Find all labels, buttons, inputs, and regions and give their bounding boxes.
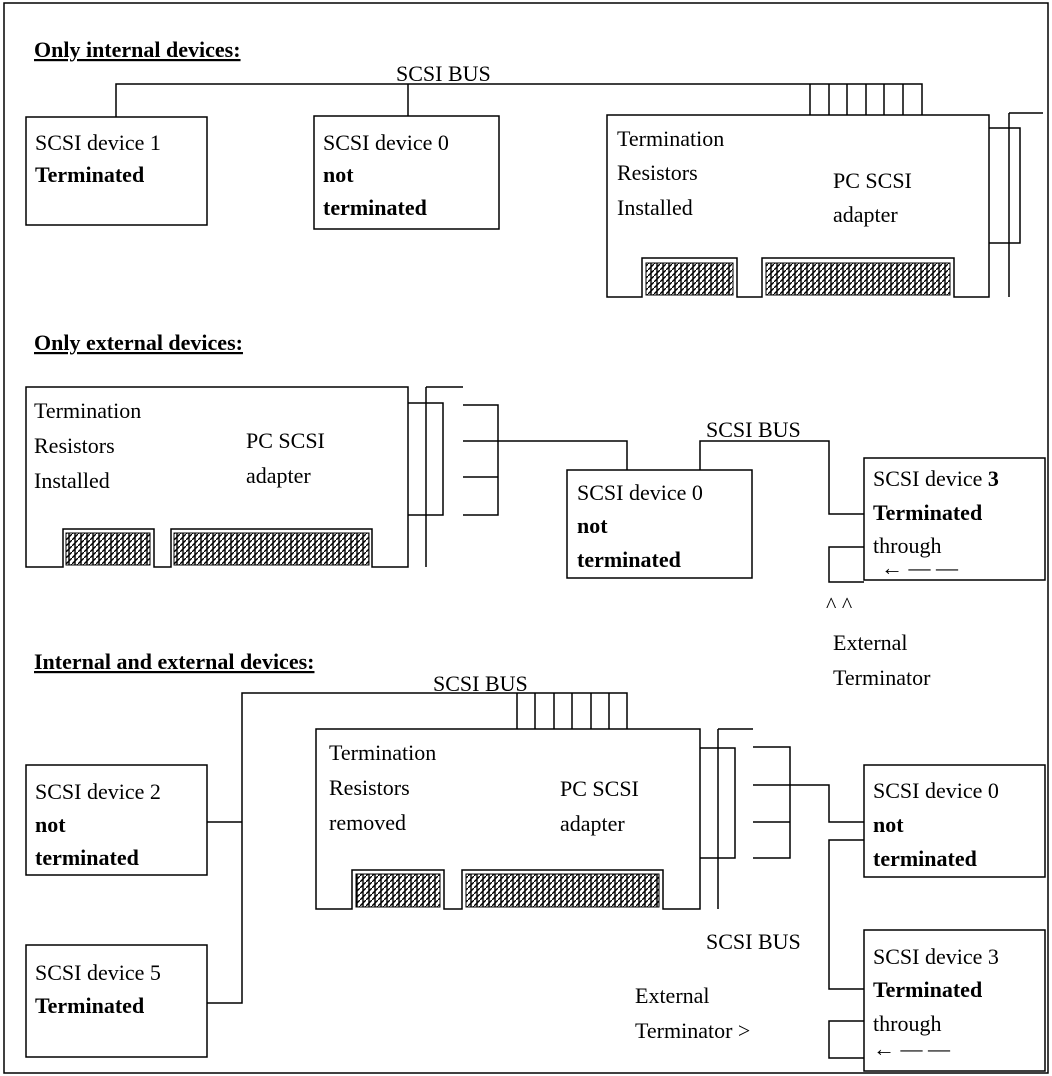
adapter-bracket-both bbox=[700, 728, 791, 909]
scsi-bus-label-external: SCSI BUS bbox=[706, 417, 801, 442]
external-terminator-carets: ^ ^ bbox=[826, 592, 853, 617]
device-0-status-line1-both: not bbox=[873, 812, 904, 837]
section-heading-both: Internal and external devices: bbox=[34, 649, 314, 674]
external-terminator-label1: External bbox=[833, 630, 908, 655]
adapter-name1-internal: PC SCSI bbox=[833, 168, 912, 193]
adapter-resistors-external: Resistors bbox=[34, 433, 115, 458]
section-heading-internal: Only internal devices: bbox=[34, 37, 241, 62]
adapter-bracket-external bbox=[408, 386, 499, 567]
adapter-pins-both-b bbox=[465, 873, 660, 908]
ribbon-connector-both bbox=[516, 693, 610, 729]
scsi-bus-line-external bbox=[498, 440, 864, 515]
device-0-status-line2-both: terminated bbox=[873, 846, 977, 871]
adapter-termination-internal: Termination bbox=[617, 126, 724, 151]
adapter-pins-internal-a bbox=[645, 262, 734, 296]
device-3-status-both: Terminated bbox=[873, 977, 982, 1002]
device-0-status-line2-internal: terminated bbox=[323, 195, 427, 220]
device-3-label-prefix: SCSI device bbox=[873, 466, 988, 491]
scsi-bus-line-internal bbox=[115, 83, 923, 117]
device-0-box-both bbox=[863, 764, 1046, 878]
device-5-status: Terminated bbox=[35, 993, 144, 1018]
device-3-label-external: SCSI device 3 bbox=[873, 466, 999, 491]
device-3-box-both bbox=[863, 929, 1046, 1072]
device-2-label: SCSI device 2 bbox=[35, 779, 161, 804]
adapter-pins-internal-b bbox=[765, 262, 951, 296]
device-0-label-external: SCSI device 0 bbox=[577, 480, 703, 505]
adapter-pins-both-a bbox=[355, 873, 441, 908]
scsi-bus-line-both-external bbox=[790, 784, 864, 990]
adapter-name1-external: PC SCSI bbox=[246, 428, 325, 453]
adapter-name1-both: PC SCSI bbox=[560, 776, 639, 801]
device-3-through-arrow-both: ← — — bbox=[873, 1036, 951, 1061]
device-2-status-line1: not bbox=[35, 812, 66, 837]
device-0-label-both: SCSI device 0 bbox=[873, 778, 999, 803]
adapter-bracket-internal bbox=[989, 112, 1043, 297]
device-3-through-arrow-external: ← — — bbox=[881, 555, 959, 580]
external-terminator-label2-both: Terminator > bbox=[635, 1018, 750, 1043]
adapter-card-both bbox=[315, 728, 701, 910]
adapter-termination-both: Termination bbox=[329, 740, 436, 765]
external-terminator-label2: Terminator bbox=[833, 665, 931, 690]
adapter-installed-external: Installed bbox=[34, 468, 110, 493]
adapter-name2-internal: adapter bbox=[833, 202, 898, 227]
device-3-box-external bbox=[863, 457, 1046, 581]
section-heading-external: Only external devices: bbox=[34, 330, 243, 355]
scsi-bus-label-internal: SCSI BUS bbox=[396, 61, 491, 86]
adapter-resistors-internal: Resistors bbox=[617, 160, 698, 185]
device-0-status-line1-external: not bbox=[577, 513, 608, 538]
device-2-box bbox=[25, 764, 208, 876]
adapter-card-external bbox=[25, 386, 409, 568]
device-0-status-line2-external: terminated bbox=[577, 547, 681, 572]
device-0-box-external bbox=[566, 469, 753, 579]
device-1-status: Terminated bbox=[35, 162, 144, 187]
adapter-pins-external-a bbox=[65, 532, 151, 566]
scsi-bus-label-both-internal: SCSI BUS bbox=[433, 671, 528, 696]
page-frame bbox=[3, 2, 1049, 1074]
ribbon-connector-internal bbox=[809, 84, 904, 115]
device-3-label-number: 3 bbox=[988, 466, 999, 491]
device-0-status-line1-internal: not bbox=[323, 162, 354, 187]
adapter-name2-external: adapter bbox=[246, 463, 311, 488]
device-3-through-both: through bbox=[873, 1011, 941, 1036]
external-terminator-plug-both bbox=[828, 1020, 864, 1059]
adapter-termination-external: Termination bbox=[34, 398, 141, 423]
device-3-status-external: Terminated bbox=[873, 500, 982, 525]
adapter-removed-both: removed bbox=[329, 810, 406, 835]
device-3-label-both: SCSI device 3 bbox=[873, 944, 999, 969]
external-terminator-plug bbox=[828, 546, 864, 583]
device-1-box bbox=[25, 116, 208, 226]
adapter-resistors-both: Resistors bbox=[329, 775, 410, 800]
adapter-installed-internal: Installed bbox=[617, 195, 693, 220]
adapter-card-internal bbox=[606, 114, 990, 298]
device-3-through-external: through bbox=[873, 533, 941, 558]
device-5-label: SCSI device 5 bbox=[35, 960, 161, 985]
device-5-box bbox=[25, 944, 208, 1058]
adapter-pins-external-b bbox=[173, 532, 370, 566]
device-0-box-internal bbox=[313, 115, 500, 230]
scsi-bus-line-both-internal bbox=[207, 692, 628, 1004]
external-terminator-label1-both: External bbox=[635, 983, 710, 1008]
device-0-label-internal: SCSI device 0 bbox=[323, 130, 449, 155]
device-2-status-line2: terminated bbox=[35, 845, 139, 870]
adapter-name2-both: adapter bbox=[560, 811, 625, 836]
device-1-label: SCSI device 1 bbox=[35, 130, 161, 155]
scsi-bus-label-both-external: SCSI BUS bbox=[706, 929, 801, 954]
